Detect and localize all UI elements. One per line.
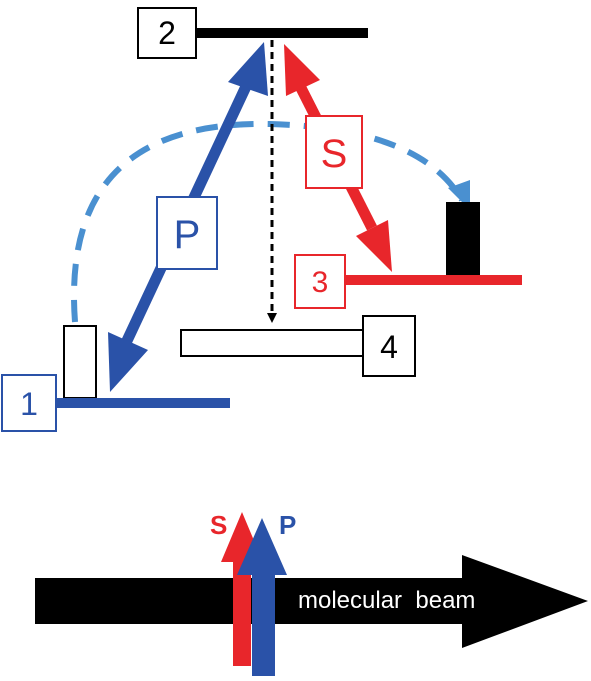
level-3-label-box (294, 254, 346, 309)
stokes-label: S (321, 132, 348, 176)
stokes-label-box (305, 115, 363, 189)
population-bar-final (446, 202, 480, 276)
pump-beam-arrow (237, 518, 287, 676)
population-bar-initial (63, 325, 97, 399)
pump-label: P (174, 213, 201, 257)
level-1-label: 1 (20, 386, 38, 422)
level-3-label: 3 (312, 266, 329, 299)
level-2-label: 2 (158, 15, 176, 51)
pump-label-box (156, 196, 218, 270)
molecular-beam-arrow (35, 555, 588, 648)
level-1-label-box (1, 374, 57, 432)
level-4-line (180, 329, 366, 357)
level-4-label-box (362, 315, 416, 377)
level-4-label: 4 (380, 329, 398, 365)
stokes-beam-label: S (210, 510, 227, 540)
level-2-label-box (137, 7, 197, 59)
pump-beam-label: P (279, 510, 296, 540)
population-transfer-arc (71, 120, 465, 323)
molecular-beam-label: molecular beam (298, 587, 475, 614)
